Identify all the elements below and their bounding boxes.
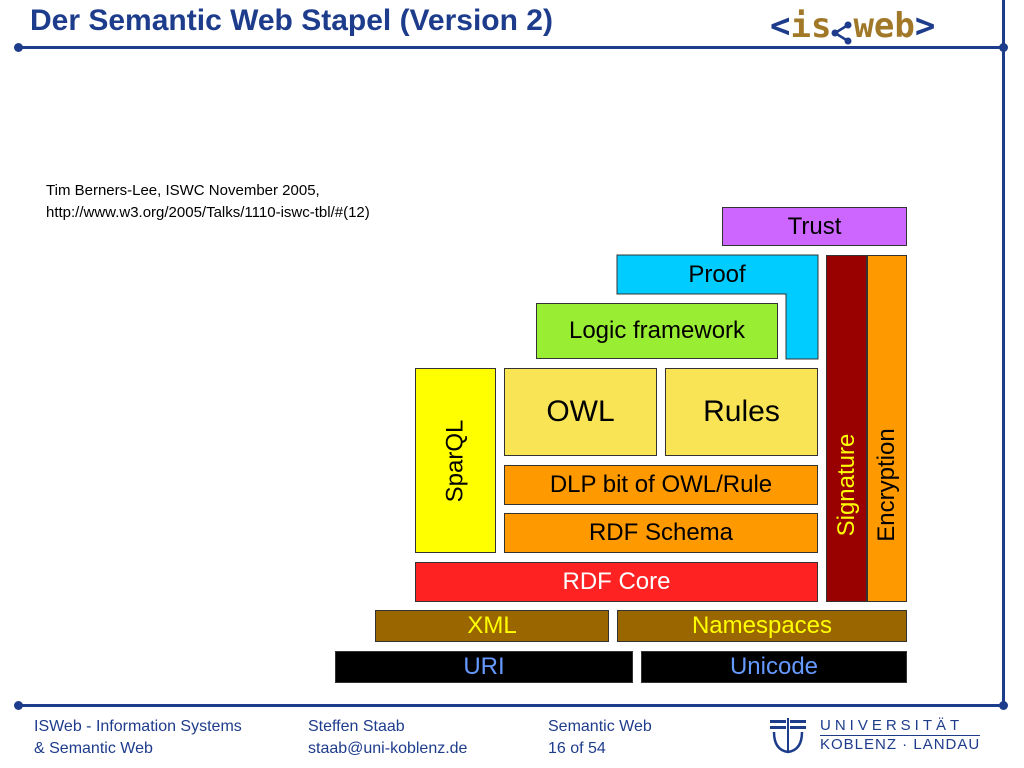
footer-course-name: Semantic Web (548, 718, 652, 735)
uri-layer: URI (335, 651, 633, 683)
citation-author: Tim Berners-Lee, ISWC November 2005, (46, 182, 320, 199)
namespaces-label: Namespaces (691, 612, 833, 639)
footer-divider-dot-left (14, 701, 23, 710)
xml-layer: XML (375, 610, 609, 642)
owl-label: OWL (546, 395, 615, 428)
citation: Tim Berners-Lee, ISWC November 2005, htt… (46, 180, 370, 224)
dlp-layer: DLP bit of OWL/Rule (504, 465, 818, 505)
logic-framework-label: Logic framework (568, 317, 746, 344)
footer-divider (18, 704, 1006, 707)
logo-close-bracket: > (914, 6, 936, 46)
footer-isweb-line2: & Semantic Web (34, 740, 153, 757)
logic-framework-layer: Logic framework (536, 303, 778, 359)
university-line2: KOBLENZ · LANDAU (820, 735, 981, 753)
footer-col-author: Steffen Staab staab@uni-koblenz.de (308, 716, 467, 760)
university-emblem-icon (768, 716, 810, 761)
header-divider-dot-left (14, 43, 23, 52)
sparql-label: SparQL (441, 419, 469, 502)
signature-layer: Signature (826, 255, 867, 602)
trust-label: Trust (787, 212, 842, 240)
owl-layer: OWL (504, 368, 657, 456)
sparql-layer: SparQL (415, 368, 496, 553)
logo-part2: web (853, 6, 915, 46)
university-line1: UNIVERSITÄT (820, 717, 964, 734)
dlp-label: DLP bit of OWL/Rule (549, 471, 773, 498)
footer-author-name: Steffen Staab (308, 718, 405, 735)
footer-col-course: Semantic Web 16 of 54 (548, 716, 652, 760)
footer-col-isweb: ISWeb - Information Systems & Semantic W… (34, 716, 242, 760)
university-name: UNIVERSITÄT KOBLENZ · LANDAU (820, 717, 981, 754)
footer-divider-dot-right (999, 701, 1008, 710)
encryption-label: Encryption (873, 428, 900, 542)
unicode-label: Unicode (729, 653, 819, 680)
proof-label: Proof (688, 260, 746, 288)
header-divider (18, 46, 1006, 49)
xml-label: XML (467, 612, 517, 639)
uri-label: URI (463, 653, 505, 680)
rules-layer: Rules (665, 368, 818, 456)
logo-open-bracket: < (770, 6, 791, 46)
footer-author-email: staab@uni-koblenz.de (308, 740, 468, 757)
logo-part1: is (790, 6, 832, 46)
unicode-layer: Unicode (641, 651, 907, 683)
network-node-icon (831, 15, 853, 44)
signature-label: Signature (832, 433, 860, 537)
footer-isweb-line1: ISWeb - Information Systems (34, 718, 242, 735)
rdf-core-layer: RDF Core (415, 562, 818, 602)
encryption-layer: Encryption (867, 255, 907, 602)
citation-url: http://www.w3.org/2005/Talks/1110-iswc-t… (46, 204, 370, 221)
footer-page-number: 16 of 54 (548, 740, 606, 757)
rules-label: Rules (703, 395, 780, 428)
rdf-schema-label: RDF Schema (588, 519, 734, 546)
page-title: Der Semantic Web Stapel (Version 2) (30, 4, 553, 37)
trust-layer: Trust (722, 207, 907, 246)
rdf-core-label: RDF Core (562, 568, 671, 595)
rdf-schema-layer: RDF Schema (504, 513, 818, 553)
namespaces-layer: Namespaces (617, 610, 907, 642)
right-frame-line (1002, 0, 1005, 706)
